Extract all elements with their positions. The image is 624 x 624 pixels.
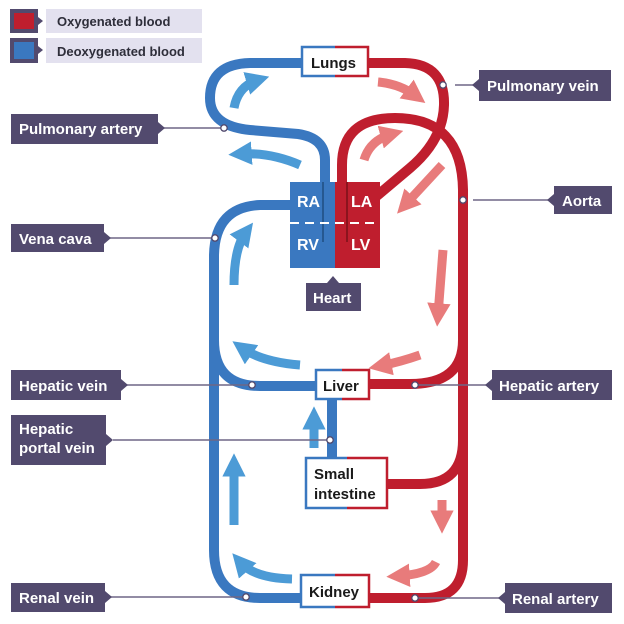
vena-cava-vessel: [209, 200, 303, 603]
flow-arrow-vena-cava-up: [229, 222, 254, 286]
label-hepatic-vein: Hepatic vein: [11, 370, 128, 400]
pulmonary-vein-vessel: [368, 58, 450, 204]
label-pulmonary-vein: Pulmonary vein: [472, 70, 611, 101]
svg-text:portal vein: portal vein: [19, 440, 95, 457]
hepatic-vein-vessel: [209, 339, 315, 391]
svg-text:Hepatic vein: Hepatic vein: [19, 378, 107, 395]
svg-text:Vena cava: Vena cava: [19, 231, 92, 248]
leader-dots: [211, 81, 467, 602]
chamber-lv: LV: [351, 237, 371, 254]
flow-arrow-into-la: [397, 161, 446, 214]
small-intestine-label-line2: intestine: [314, 486, 376, 503]
organ-small-intestine: Small intestine: [304, 456, 389, 510]
label-pulmonary-artery: Pulmonary artery: [11, 114, 165, 144]
organ-liver: Liver: [314, 368, 371, 401]
legend-item-deoxygenated: Deoxygenated blood: [10, 38, 202, 63]
flow-arrow-to-aorta: [359, 125, 404, 162]
label-hepatic-artery: Hepatic artery: [485, 370, 612, 400]
flow-arrow-from-ra: [228, 141, 302, 170]
flow-arrow-to-lungs: [229, 72, 270, 110]
label-renal-artery: Renal artery: [498, 583, 612, 613]
flow-arrow-from-liver: [232, 341, 301, 370]
heart: RA RV LA LV Heart: [290, 182, 380, 311]
heart-label: Heart: [313, 290, 351, 307]
svg-text:Deoxygenated blood: Deoxygenated blood: [57, 44, 185, 59]
label-hepatic-portal-vein: Hepatic portal vein: [11, 415, 113, 465]
svg-text:Pulmonary artery: Pulmonary artery: [19, 121, 143, 138]
svg-text:Hepatic: Hepatic: [19, 421, 73, 438]
flow-arrow-to-kidney: [386, 559, 441, 587]
kidney-label: Kidney: [309, 584, 360, 601]
liver-label: Liver: [323, 378, 359, 395]
left-heart: [335, 182, 380, 268]
vessels: [204, 58, 468, 603]
label-aorta: Aorta: [547, 186, 612, 214]
legend: Oxygenated blood Deoxygenated blood: [10, 9, 202, 63]
flow-arrows: [222, 72, 454, 587]
chamber-la: LA: [351, 194, 373, 211]
label-renal-vein: Renal vein: [11, 583, 112, 612]
pulmonary-artery-vessel: [204, 58, 330, 185]
organ-kidney: Kidney: [299, 573, 371, 609]
small-intestine-label-line1: Small: [314, 466, 354, 483]
flow-arrow-aorta-down: [427, 249, 451, 327]
intestinal-artery-vessel: [385, 439, 468, 489]
svg-text:Renal artery: Renal artery: [512, 591, 599, 608]
lungs-label: Lungs: [311, 55, 356, 72]
flow-arrow-to-liver: [368, 350, 422, 376]
svg-text:Aorta: Aorta: [562, 193, 602, 210]
svg-text:Hepatic artery: Hepatic artery: [499, 378, 600, 395]
legend-item-oxygenated: Oxygenated blood: [10, 9, 202, 33]
organ-lungs: Lungs: [300, 45, 370, 78]
flow-arrow-from-kidney: [232, 553, 293, 584]
svg-text:Pulmonary vein: Pulmonary vein: [487, 78, 599, 95]
aorta-vessel: [337, 112, 468, 603]
svg-text:Renal vein: Renal vein: [19, 590, 94, 607]
chamber-ra: RA: [297, 194, 321, 211]
label-vena-cava: Vena cava: [11, 224, 111, 252]
flow-arrow-from-lungs: [377, 77, 426, 104]
svg-text:Oxygenated blood: Oxygenated blood: [57, 14, 170, 29]
right-heart: [290, 182, 335, 268]
chamber-rv: RV: [297, 237, 319, 254]
